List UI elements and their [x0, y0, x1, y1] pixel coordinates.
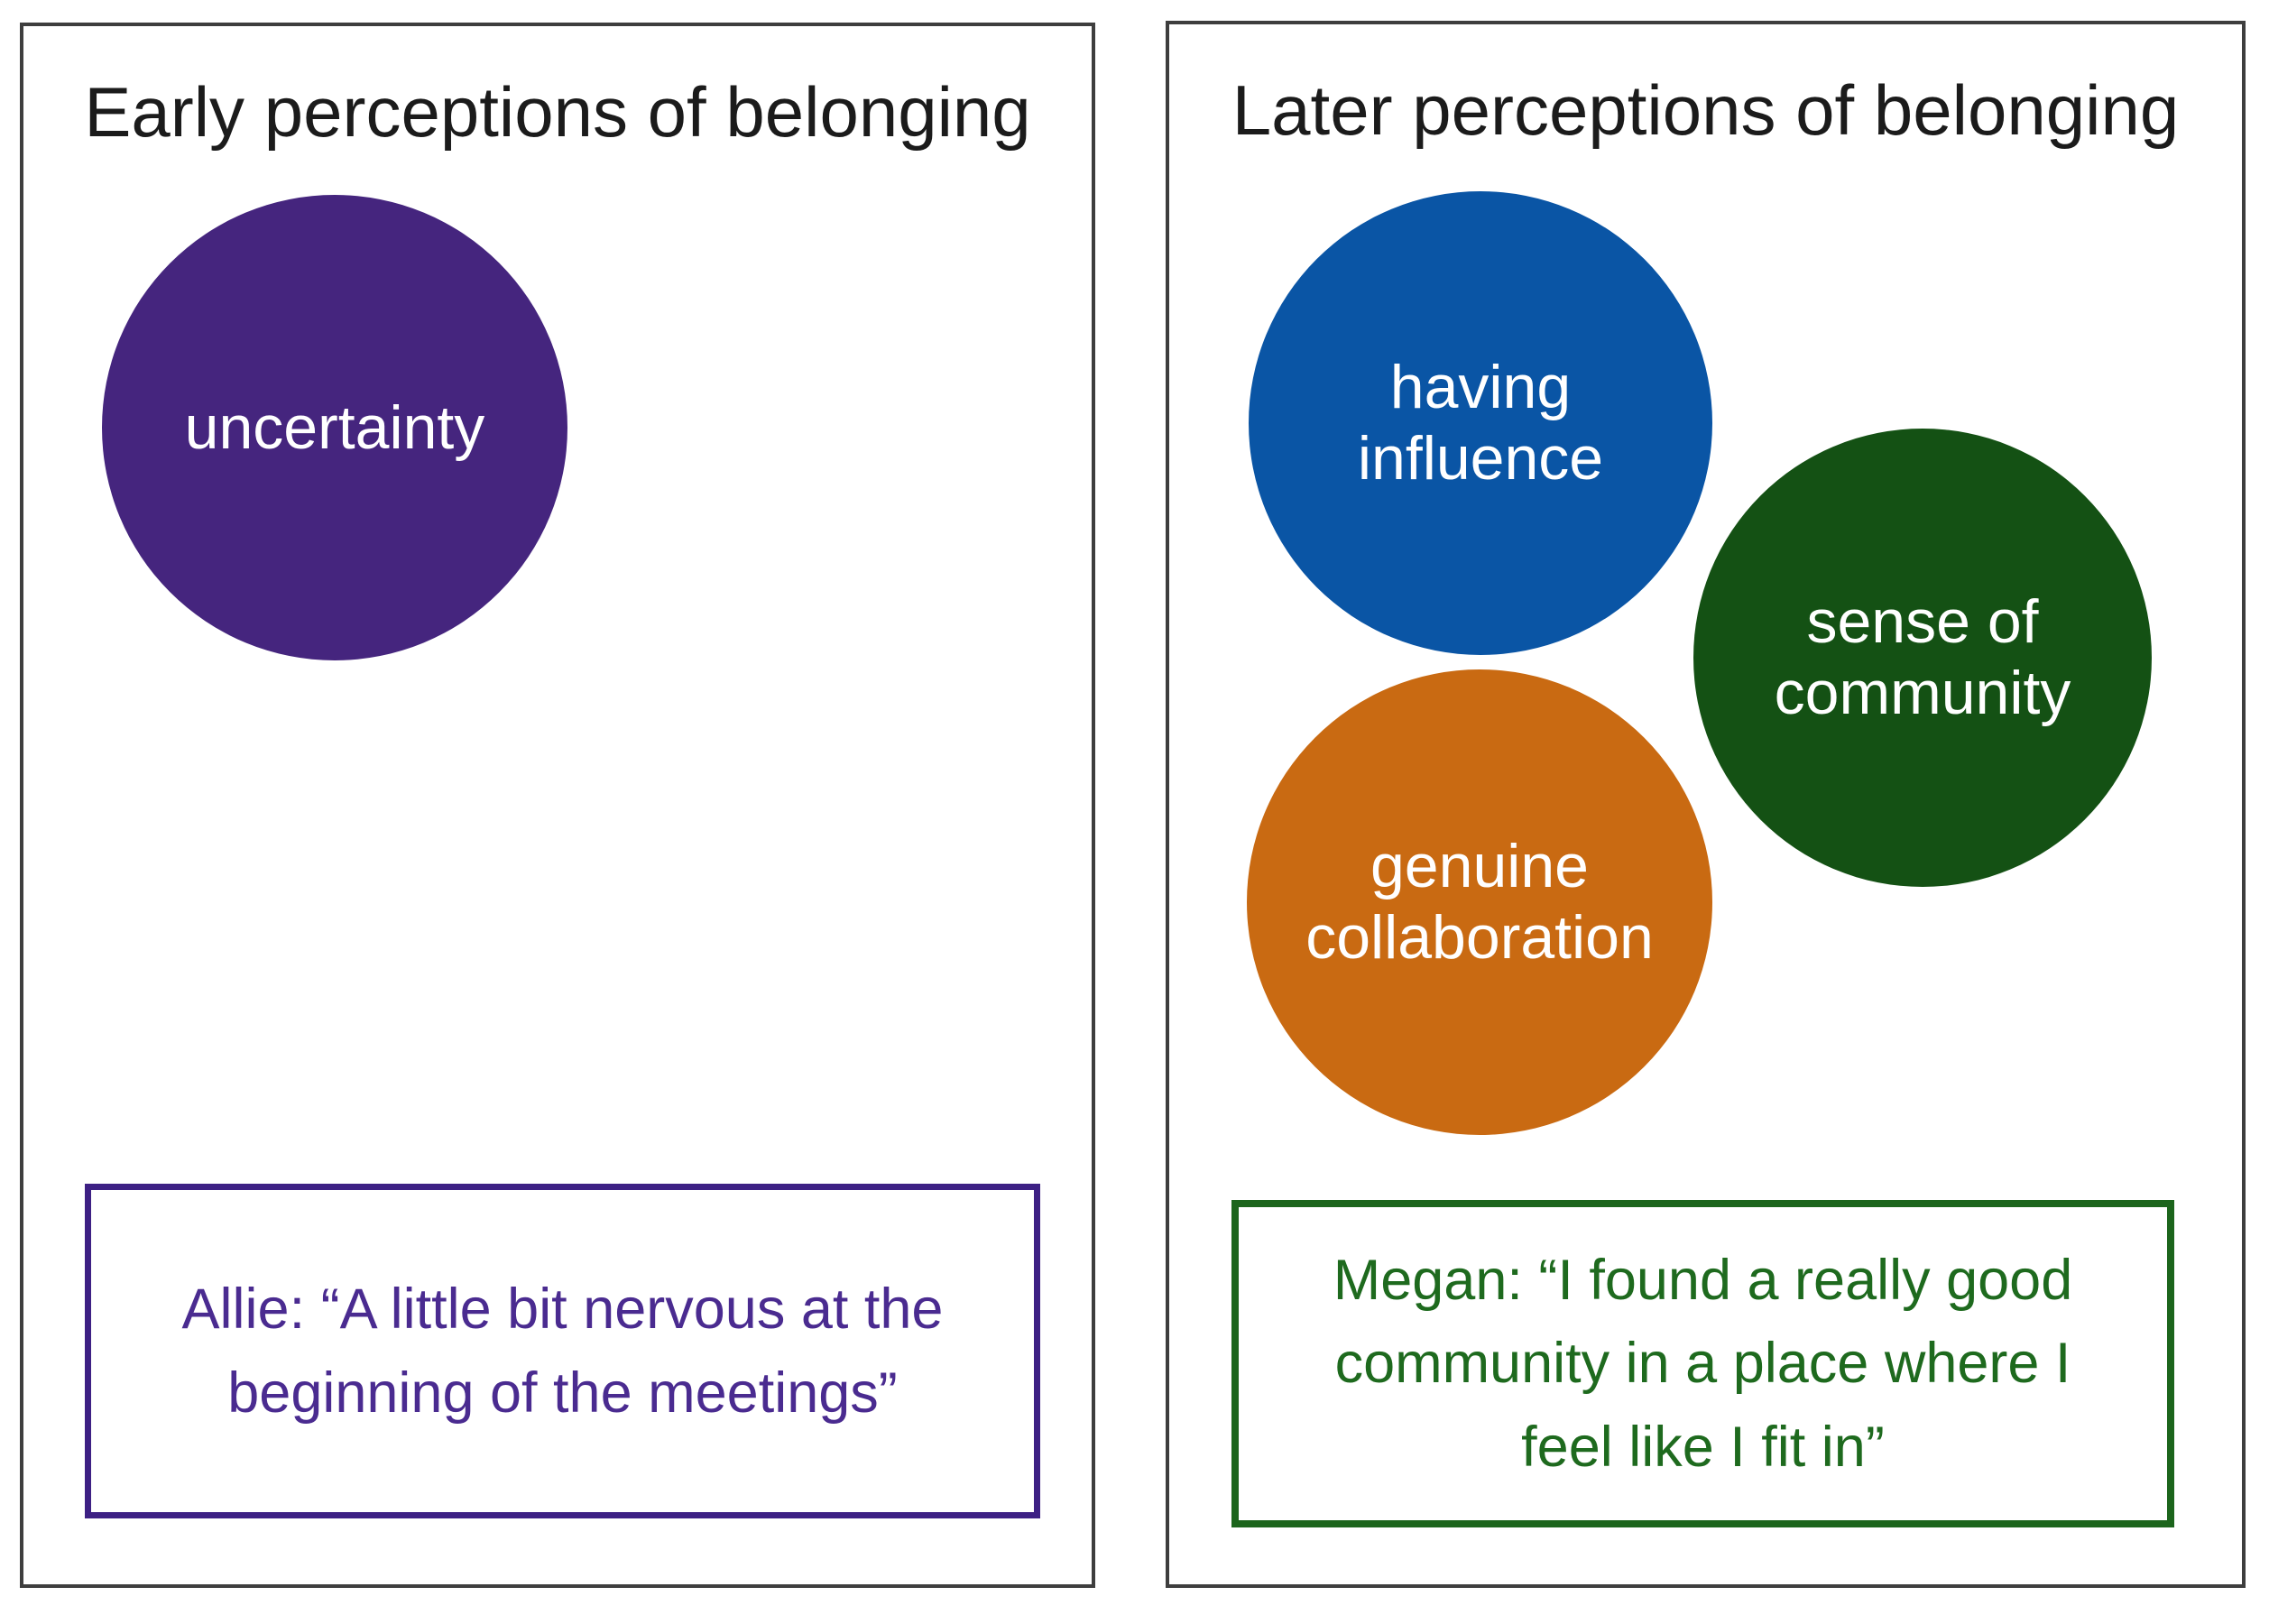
having-influence-circle: having influence	[1249, 191, 1712, 655]
megan-quote-box: Megan: “I found a really good community …	[1231, 1200, 2174, 1527]
having-influence-label-line-2: influence	[1357, 424, 1604, 493]
megan-quote-line-1: Megan: “I found a really good	[1333, 1248, 2073, 1312]
uncertainty-circle-label: uncertainty	[184, 392, 485, 462]
sense-of-community-circle: sense of community	[1693, 429, 2152, 887]
uncertainty-circle: uncertainty	[102, 195, 567, 660]
megan-quote-line-2: community in a place where I	[1334, 1332, 2071, 1396]
sense-of-community-label-line-1: sense of	[1806, 587, 2039, 657]
sense-of-community-label-line-2: community	[1774, 659, 2071, 727]
early-panel-title: Early perceptions of belonging	[84, 72, 1031, 152]
megan-quote-line-3: feel like I fit in”	[1521, 1415, 1885, 1479]
genuine-collaboration-label-line-1: genuine	[1370, 832, 1590, 901]
allie-quote-line-1: Allie: “A little bit nervous at the	[181, 1277, 944, 1341]
later-panel-title: Later perceptions of belonging	[1231, 70, 2180, 150]
genuine-collaboration-label-line-2: collaboration	[1305, 903, 1654, 972]
early-perceptions-panel: Early perceptions of belonging uncertain…	[20, 23, 1095, 1588]
allie-quote-line-2: beginning of the meetings”	[227, 1361, 898, 1425]
later-perceptions-panel: Later perceptions of belonging having in…	[1166, 21, 2246, 1588]
genuine-collaboration-circle: genuine collaboration	[1247, 669, 1712, 1135]
allie-quote-box: Allie: “A little bit nervous at the begi…	[85, 1184, 1040, 1518]
having-influence-label-line-1: having	[1389, 353, 1572, 422]
